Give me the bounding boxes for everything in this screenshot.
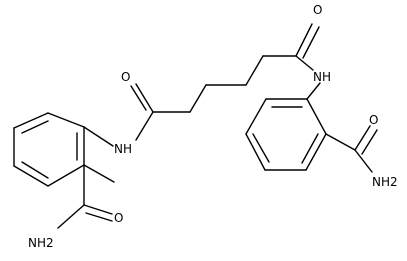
right-benzene-ring bbox=[245, 98, 327, 171]
atom-label-nh-right: NH bbox=[313, 70, 331, 84]
right-carboxamide bbox=[325, 125, 378, 173]
atom-label-nh2-right: NH2 bbox=[372, 175, 398, 189]
left-carboxamide bbox=[57, 164, 115, 229]
atom-label-nh-left: NH bbox=[114, 142, 132, 156]
atom-label-o-left-carbonyl: O bbox=[121, 70, 130, 84]
atom-label-o-left-amide: O bbox=[114, 211, 123, 225]
atom-label-o-right-amide: O bbox=[369, 113, 378, 127]
atom-label-nh2-left: NH2 bbox=[28, 236, 54, 250]
right-amide-linker bbox=[295, 23, 321, 100]
aliphatic-chain bbox=[152, 55, 297, 113]
atom-label-o-right-carbonyl: O bbox=[313, 3, 322, 17]
left-amide-linker bbox=[83, 83, 154, 147]
left-benzene-ring bbox=[13, 112, 85, 187]
